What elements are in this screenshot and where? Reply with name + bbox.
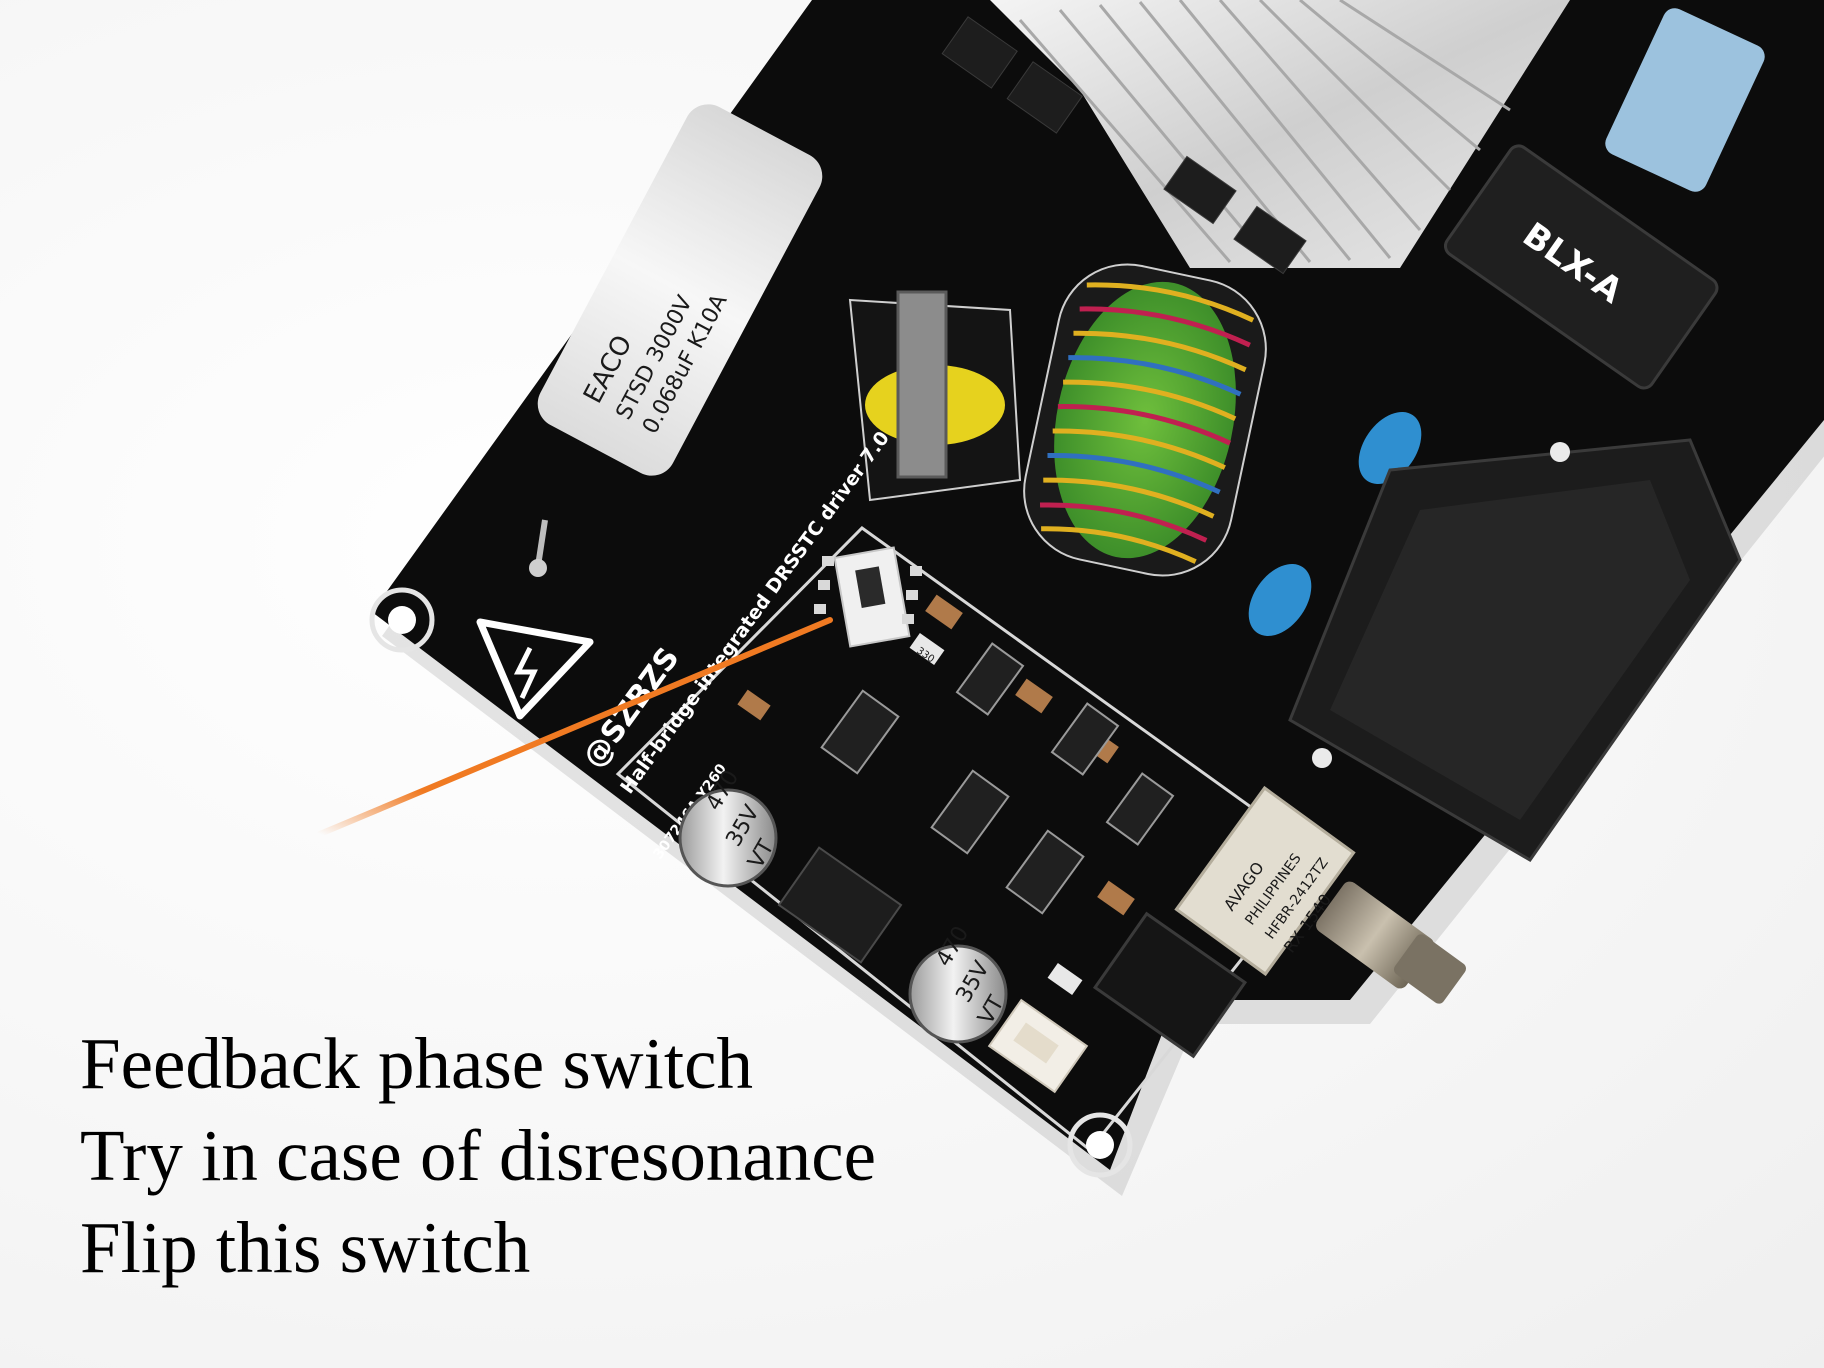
jst-connector <box>987 998 1089 1094</box>
caption-line-1: Feedback phase switch <box>80 1023 754 1104</box>
heatsink <box>990 0 1570 268</box>
y-capacitor-1 <box>1358 411 1422 485</box>
film-capacitor-lead <box>535 519 548 567</box>
voltage-regulator <box>777 846 903 964</box>
diode-top-1 <box>941 16 1018 89</box>
caption-line-2: Try in case of disresonance <box>80 1115 877 1196</box>
diode-top-2 <box>1006 61 1083 134</box>
gate-drive-transformer <box>848 290 1022 502</box>
fiber-receiver: AVAGO PHILIPPINES HFBR-2412TZ RX 1540 <box>1174 785 1466 1004</box>
film-capacitor-pad <box>529 559 547 577</box>
caption: Feedback phase switch Try in case of dis… <box>80 1018 1180 1294</box>
diode-top-4 <box>1233 205 1307 275</box>
caption-line-3: Flip this switch <box>80 1207 531 1288</box>
y-capacitor-2 <box>1248 563 1312 637</box>
diode-top-3 <box>1163 155 1237 225</box>
toroid-choke <box>1023 263 1267 577</box>
mounting-hole-bottom <box>1067 1112 1133 1178</box>
driver-ics <box>820 642 1175 915</box>
hv-warning-icon <box>476 618 594 720</box>
dc-jack <box>1092 911 1248 1059</box>
iec-inlet <box>1288 438 1742 862</box>
bridge-rectifier <box>1605 8 1765 192</box>
mounting-hole-left <box>369 587 435 653</box>
feedback-phase-switch <box>814 546 922 648</box>
fuse-holder: BLX-A <box>1443 144 1719 390</box>
pointer-line <box>317 617 833 837</box>
